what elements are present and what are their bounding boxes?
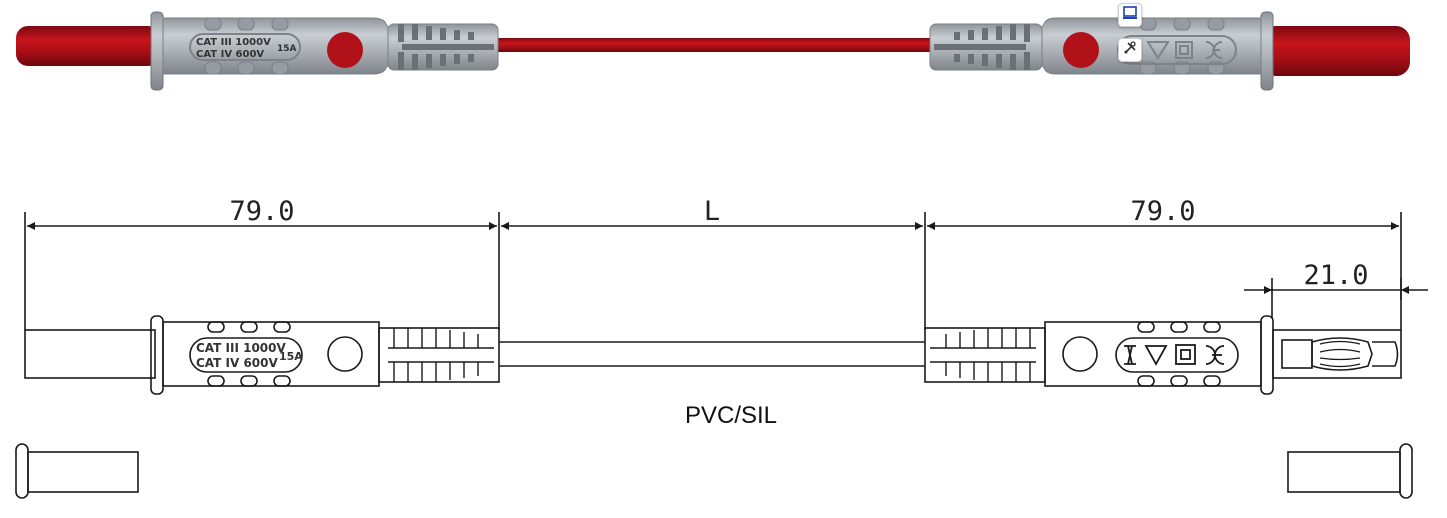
right-dot-outline (1062, 336, 1098, 372)
right-flange-outline (1260, 315, 1274, 395)
right-flange (1260, 11, 1274, 91)
right-strain-relief (929, 23, 1043, 71)
left-rating-marking: CAT III 1000V CAT IV 600V 15A (189, 33, 301, 61)
screen-capture-icon (1122, 5, 1138, 25)
tools-icon (1122, 40, 1138, 60)
technical-drawing (15, 212, 1428, 499)
rendered-test-lead: CAT III 1000V CAT IV 600V 15A (16, 11, 1410, 91)
current-text: 15A (277, 44, 297, 54)
dim-tip-text: 21.0 (1303, 260, 1368, 291)
dim-right-text: 79.0 (1130, 196, 1195, 227)
left-loose-flange (15, 443, 29, 499)
right-red-dot (1063, 32, 1099, 68)
symbol-pill-outline (1115, 337, 1239, 373)
tools-button[interactable] (1118, 38, 1142, 62)
right-relief-outline (924, 327, 1046, 383)
safety-symbols (1124, 344, 1225, 366)
right-loose-flange (1399, 443, 1413, 499)
left-loose-sleeve (27, 451, 139, 493)
left-plug-outline (24, 329, 156, 379)
left-strain-relief (387, 23, 499, 71)
left-flange-outline (150, 315, 164, 395)
screen-capture-button[interactable] (1118, 3, 1142, 27)
right-red-plug (1262, 26, 1410, 76)
drawing-rating-line2: CAT IV 600V (196, 356, 279, 370)
right-body-outline (1044, 321, 1262, 387)
left-grip-bumps (204, 17, 289, 75)
right-loose-sleeve (1287, 451, 1401, 493)
left-red-dot (327, 32, 363, 68)
left-flange (150, 11, 164, 91)
left-relief-outline (378, 327, 500, 383)
right-plug-outline (1272, 329, 1402, 379)
dim-cable-text: L (704, 196, 720, 227)
cable-material-label: PVC/SIL (685, 402, 777, 429)
red-cable (490, 38, 940, 52)
dim-left-text: 79.0 (229, 196, 294, 227)
rating-line1-text: CAT III 1000V (196, 37, 271, 48)
drawing-rating-marking: CAT III 1000V CAT IV 600V 15A (196, 341, 303, 370)
left-red-plug (16, 26, 160, 66)
rating-line2-text: CAT IV 600V (196, 49, 264, 60)
left-dot-outline (327, 336, 363, 372)
drawing-current: 15A (279, 350, 303, 363)
drawing-rating-line1: CAT III 1000V (196, 341, 286, 355)
